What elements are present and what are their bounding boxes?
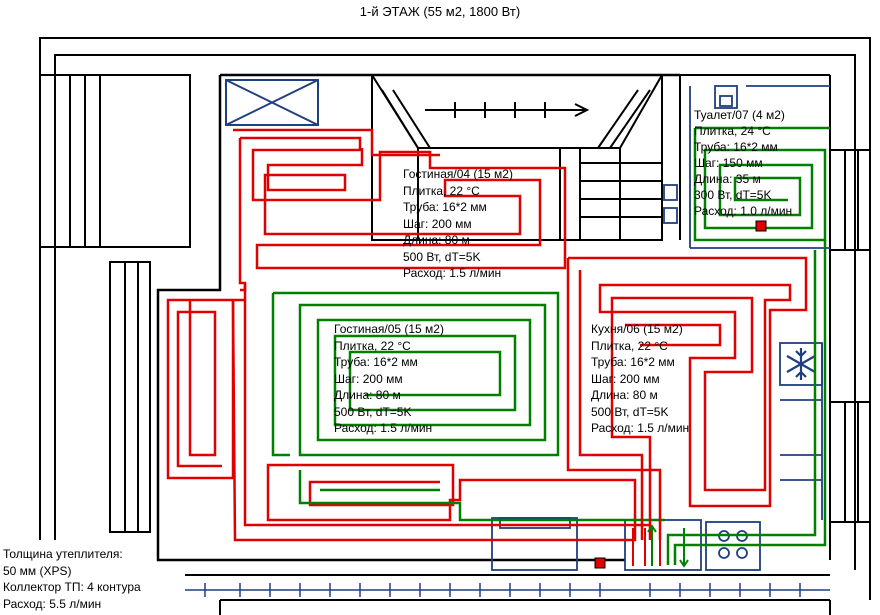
summary-line: Коллектор ТП: 4 контура (3, 580, 141, 594)
room-line: Шаг: 200 мм (334, 371, 403, 386)
walls (39, 37, 871, 615)
room-line: Туалет/07 (4 м2) (694, 108, 785, 122)
snowflake-icon (786, 348, 816, 380)
room-line: 500 Вт, dT=5K (403, 249, 481, 264)
room-line: Кухня/06 (15 м2) (591, 322, 683, 336)
loop-living-05 (271, 291, 665, 522)
room-line: Длина: 80 м (403, 233, 470, 247)
room-line: Гостиная/04 (15 м2) (403, 167, 513, 181)
room-line: Расход: 1.5 л/мин (403, 266, 502, 280)
room-line: Шаг: 150 мм (694, 156, 763, 170)
collector-supply-arrows (632, 528, 661, 566)
summary-line: 50 мм (XPS) (3, 563, 72, 578)
room-line: 300 Вт, dT=5K (694, 188, 772, 202)
room-line: Труба: 16*2 мм (694, 140, 778, 154)
summary-line: Толщина утеплителя: (3, 547, 123, 561)
summary-line: Расход: 5.5 л/мин (3, 596, 102, 611)
room-line: Длина: 35 м (694, 172, 761, 186)
room-line: Гостиная/05 (15 м2) (334, 322, 444, 336)
room-line: Труба: 16*2 мм (591, 355, 675, 369)
room-line: Длина: 80 м (591, 388, 658, 402)
room-line: Длина: 80 м (334, 388, 401, 402)
room-line: Труба: 16*2 мм (403, 200, 487, 214)
room-line: Шаг: 200 мм (403, 216, 472, 231)
room-label-living-05: Гостиная/05 (15 м2) Плитка, 22 °C Труба:… (334, 321, 444, 437)
room-line: Плитка, 22 °C (591, 338, 668, 353)
room-line: Шаг: 200 мм (591, 371, 660, 386)
collector-marker (755, 220, 767, 232)
plan-title: 1-й ЭТАЖ (55 м2, 1800 Вт) (359, 4, 521, 19)
room-line: Плитка, 22 °C (334, 338, 411, 353)
room-line: 500 Вт, dT=5K (334, 404, 412, 419)
room-line: Плитка, 22 °C (403, 183, 480, 198)
room-label-living-04: Гостиная/04 (15 м2) Плитка, 22 °C Труба:… (403, 166, 513, 282)
collector-return-arrows (647, 524, 689, 568)
collector-rail (185, 583, 830, 597)
room-line: 500 Вт, dT=5K (591, 404, 669, 419)
summary-label: Толщина утеплителя: 50 мм (XPS) Коллекто… (3, 546, 141, 612)
loop-kitchen-06 (566, 256, 808, 540)
room-line: Расход: 1.5 л/мин (334, 421, 433, 435)
loop-toilet-07 (666, 126, 830, 565)
room-line: Расход: 1.0 л/мин (694, 204, 793, 218)
boiler-marker (594, 557, 606, 569)
room-line: Плитка, 24 °C (694, 124, 771, 138)
room-line: Труба: 16*2 мм (334, 355, 418, 369)
room-label-kitchen-06: Кухня/06 (15 м2) Плитка, 22 °C Труба: 16… (591, 321, 689, 437)
room-label-toilet-07: Туалет/07 (4 м2) Плитка, 24 °C Труба: 16… (694, 107, 792, 219)
room-line: Расход: 1.5 л/мин (591, 421, 690, 435)
